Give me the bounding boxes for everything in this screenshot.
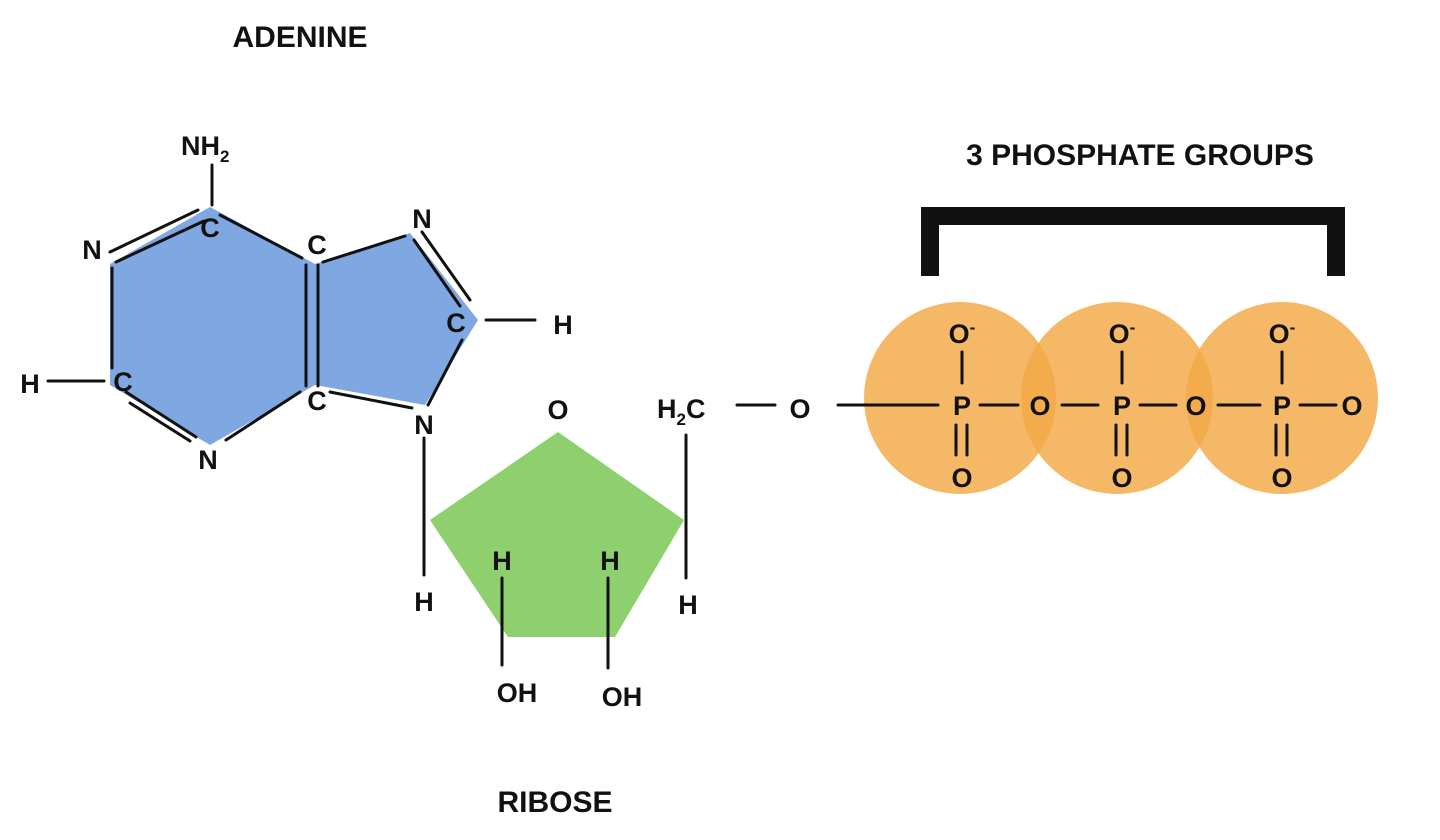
ribose-atoms: O H H H OH OH H H2C O xyxy=(414,394,810,712)
atom-h-n: H xyxy=(414,587,434,617)
atom-ring-o: O xyxy=(547,395,568,425)
atom-nh2: NH2 xyxy=(181,131,229,166)
adenine-atoms: NH2 C N C C C H N N C H N xyxy=(20,131,573,475)
phosphate-2-o-right: O xyxy=(1185,391,1206,421)
atom-h1: H xyxy=(492,546,512,576)
phosphate-1-o-bottom: O xyxy=(951,463,972,493)
atom-h-ch2: H xyxy=(678,590,698,620)
atom-c-bridge-top: C xyxy=(307,230,327,260)
atom-n-imid-top: N xyxy=(412,204,432,234)
adenine-six-ring xyxy=(110,207,315,445)
phosphate-1-o-right: O xyxy=(1029,391,1050,421)
atom-link-o: O xyxy=(789,394,810,424)
phosphate-3-o-bottom: O xyxy=(1271,463,1292,493)
phosphate-bracket xyxy=(921,207,1345,276)
atom-oh2: OH xyxy=(602,682,643,712)
atom-n-left-bottom: N xyxy=(198,445,218,475)
phosphate-group-3: O- P O O xyxy=(1269,318,1363,493)
phosphate-group-2: O- P O O xyxy=(1109,318,1207,493)
phosphate-3-o-top: O- xyxy=(1269,318,1296,349)
adenine-title: ADENINE xyxy=(232,21,367,54)
phosphate-3-p: P xyxy=(1273,391,1291,421)
phosphate-2-o-top: O- xyxy=(1109,318,1136,349)
atom-c-left: C xyxy=(113,367,133,397)
adenine-bonds xyxy=(46,163,537,443)
atom-c-top: C xyxy=(200,213,220,243)
atom-n-left-top: N xyxy=(82,235,102,265)
phosphate-2-o-bottom: O xyxy=(1111,463,1132,493)
atom-ch2: H2C xyxy=(657,394,705,429)
ribose-ring xyxy=(430,432,684,637)
phosphate-2-p: P xyxy=(1113,391,1131,421)
phosphate-1-p: P xyxy=(953,391,971,421)
phosphate-circle-3 xyxy=(1186,302,1378,494)
atom-h-imid: H xyxy=(553,310,573,340)
ribose-bonds xyxy=(422,403,940,670)
phosphate-circle-2 xyxy=(1021,302,1213,494)
atom-h2: H xyxy=(600,546,620,576)
phosphate-1-o-top: O- xyxy=(949,318,976,349)
atom-oh1: OH xyxy=(497,678,538,708)
atom-c-bridge-bottom: C xyxy=(307,386,327,416)
phosphate-bonds xyxy=(954,350,1338,457)
atom-h-left: H xyxy=(20,369,40,399)
phosphate-circle-1 xyxy=(864,302,1056,494)
atom-n-imid-bottom: N xyxy=(414,410,434,440)
ribose-title: RIBOSE xyxy=(497,786,612,819)
adenine-five-ring xyxy=(315,233,478,405)
phosphate-groups-title: 3 PHOSPHATE GROUPS xyxy=(966,139,1314,172)
phosphate-3-o-right: O xyxy=(1341,391,1362,421)
phosphate-group-1: O- P O O xyxy=(949,318,1051,493)
atom-c-imid: C xyxy=(446,308,466,338)
